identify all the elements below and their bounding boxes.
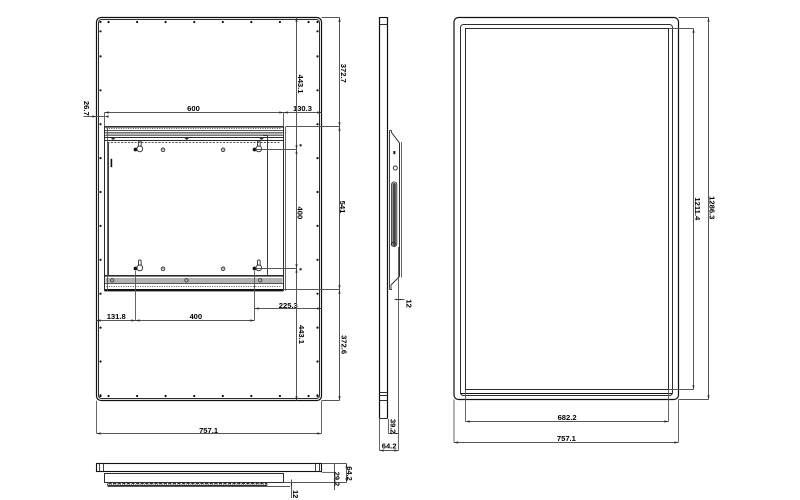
svg-text:372.7: 372.7 xyxy=(339,64,348,83)
svg-text:400: 400 xyxy=(296,207,305,220)
svg-text:541: 541 xyxy=(338,201,347,214)
svg-text:130.3: 130.3 xyxy=(293,104,312,113)
svg-text:600: 600 xyxy=(187,104,200,113)
svg-text:225.3: 225.3 xyxy=(279,301,298,310)
svg-text:29.2: 29.2 xyxy=(333,472,342,486)
svg-text:443.1: 443.1 xyxy=(296,74,305,94)
svg-text:64.2: 64.2 xyxy=(382,441,397,450)
svg-text:443.1: 443.1 xyxy=(297,325,306,345)
svg-text:131.8: 131.8 xyxy=(107,312,126,321)
svg-text:1286.3: 1286.3 xyxy=(708,196,717,219)
svg-text:39.2: 39.2 xyxy=(389,419,398,433)
svg-text:372.6: 372.6 xyxy=(340,335,349,354)
svg-text:26.7: 26.7 xyxy=(82,101,91,116)
svg-text:400: 400 xyxy=(189,312,202,321)
svg-text:1211.4: 1211.4 xyxy=(693,197,702,221)
svg-text:682.2: 682.2 xyxy=(558,413,577,422)
svg-text:757.1: 757.1 xyxy=(557,434,577,443)
svg-text:757.1: 757.1 xyxy=(199,426,219,435)
svg-text:12: 12 xyxy=(405,299,414,307)
svg-text:12: 12 xyxy=(291,490,300,498)
svg-text:64.2: 64.2 xyxy=(345,466,354,480)
